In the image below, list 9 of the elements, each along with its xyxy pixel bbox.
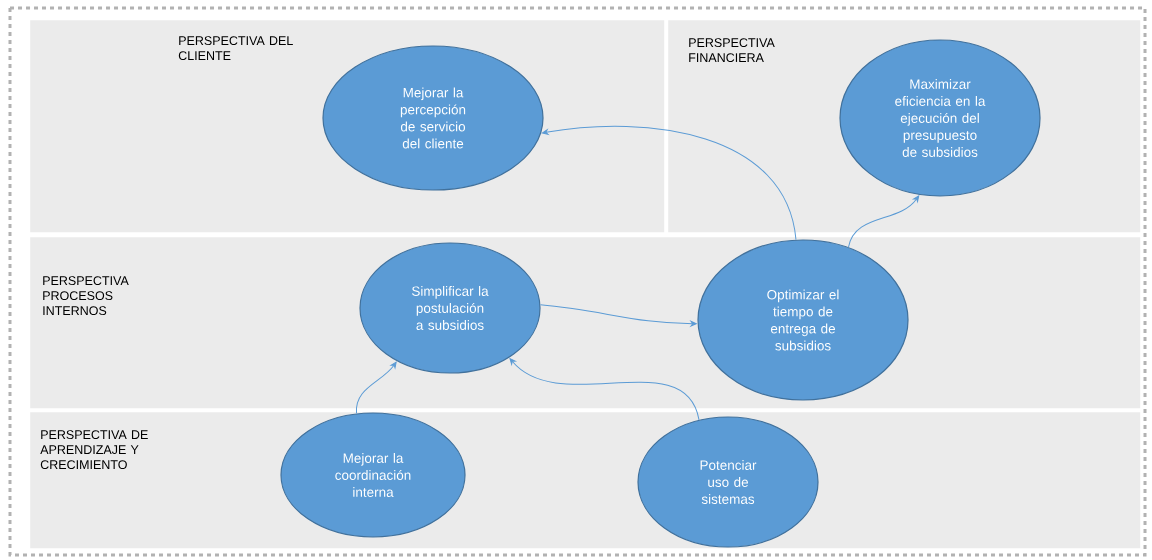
band-heading: PERSPECTIVA DEL CLIENTE bbox=[178, 36, 293, 61]
arrow bbox=[356, 361, 397, 414]
band-heading: PERSPECTIVA DE APRENDIZAJE Y CRECIMIENTO bbox=[40, 430, 148, 470]
arrow bbox=[540, 304, 697, 327]
band-heading: PERSPECTIVA PROCESOS INTERNOS bbox=[43, 276, 129, 316]
arrow bbox=[541, 125, 797, 241]
band-heading: PERSPECTIVA FINANCIERA bbox=[689, 38, 775, 63]
arrow bbox=[847, 195, 920, 248]
arrow bbox=[509, 358, 700, 421]
